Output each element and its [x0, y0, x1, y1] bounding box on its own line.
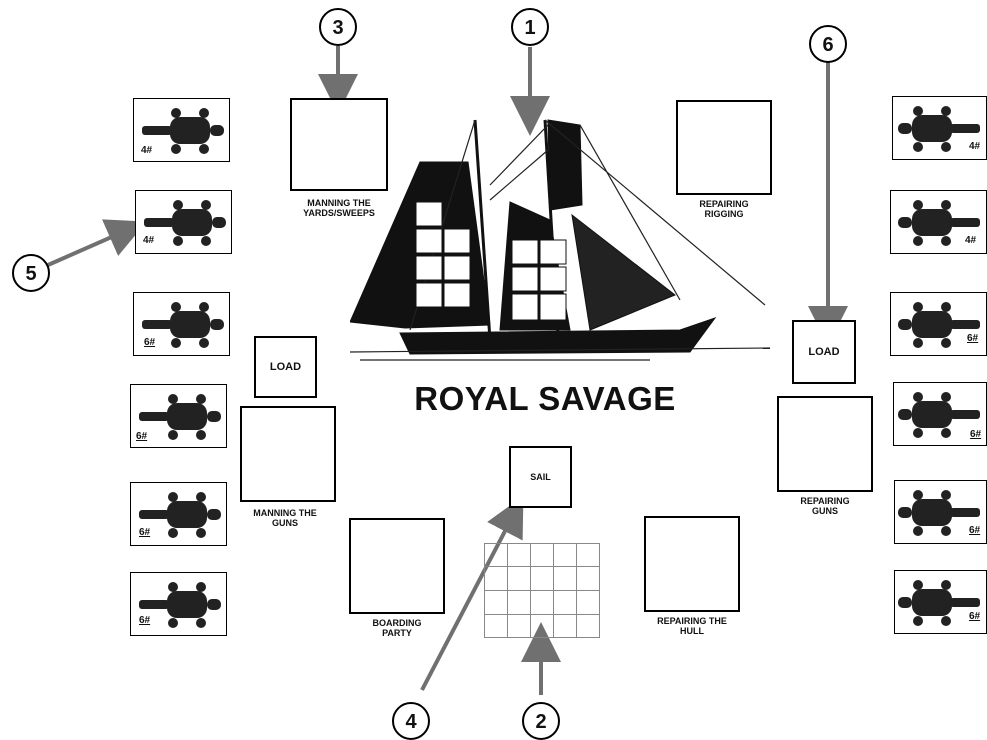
cannon-caliber: 6# — [139, 527, 150, 538]
cannon-icon — [891, 293, 987, 357]
callout-1: 1 — [511, 8, 549, 46]
manning-yards-box[interactable] — [290, 98, 388, 191]
cannon-caliber: 6# — [970, 429, 981, 440]
cannon-right-5[interactable]: 6# — [894, 480, 987, 544]
cannon-left-2[interactable]: 4# — [135, 190, 232, 254]
callout-6: 6 — [809, 25, 847, 63]
cannon-caliber: 6# — [136, 431, 147, 442]
cannon-caliber: 4# — [965, 235, 976, 246]
ship-name: ROYAL SAVAGE — [380, 380, 710, 418]
manning-guns-label: MANNING THE GUNS — [250, 508, 320, 528]
arrow-5 — [48, 228, 132, 265]
manning-guns-box[interactable] — [240, 406, 336, 502]
cannon-caliber: 4# — [143, 235, 154, 246]
boarding-party-label: BOARDING PARTY — [359, 618, 435, 638]
boarding-party-box[interactable] — [349, 518, 445, 614]
repairing-hull-box[interactable] — [644, 516, 740, 612]
cannon-caliber: 4# — [141, 145, 152, 156]
load-right-label: LOAD — [792, 347, 856, 357]
cannon-left-6[interactable]: 6# — [130, 572, 227, 636]
cannon-left-3[interactable]: 6# — [133, 292, 230, 356]
callout-2: 2 — [522, 702, 560, 740]
sail-label: SAIL — [509, 472, 572, 482]
sail-track-grid[interactable] — [484, 543, 600, 638]
cannon-caliber: 6# — [144, 337, 155, 348]
repairing-rigging-label: REPAIRING RIGGING — [692, 199, 756, 219]
cannon-caliber: 6# — [969, 611, 980, 622]
callout-3: 3 — [319, 8, 357, 46]
cannon-left-4[interactable]: 6# — [130, 384, 227, 448]
repairing-rigging-box[interactable] — [676, 100, 772, 195]
cannon-left-1[interactable]: 4# — [133, 98, 230, 162]
cannon-caliber: 6# — [967, 333, 978, 344]
cannon-left-5[interactable]: 6# — [130, 482, 227, 546]
cannon-icon — [131, 573, 228, 637]
cannon-caliber: 6# — [139, 615, 150, 626]
cannon-right-4[interactable]: 6# — [893, 382, 987, 446]
cannon-icon — [895, 571, 987, 635]
callout-5: 5 — [12, 254, 50, 292]
cannon-caliber: 4# — [969, 141, 980, 152]
repairing-guns-label: REPAIRING GUNS — [790, 496, 860, 516]
cannon-right-1[interactable]: 4# — [892, 96, 987, 160]
cannon-right-3[interactable]: 6# — [890, 292, 987, 356]
manning-yards-label: MANNING THE YARDS/SWEEPS — [292, 198, 386, 218]
load-left-label: LOAD — [254, 362, 317, 372]
repairing-hull-label: REPAIRING THE HULL — [652, 616, 732, 636]
repairing-guns-box[interactable] — [777, 396, 873, 492]
callout-4: 4 — [392, 702, 430, 740]
cannon-right-6[interactable]: 6# — [894, 570, 987, 634]
cannon-right-2[interactable]: 4# — [890, 190, 987, 254]
cannon-caliber: 6# — [969, 525, 980, 536]
